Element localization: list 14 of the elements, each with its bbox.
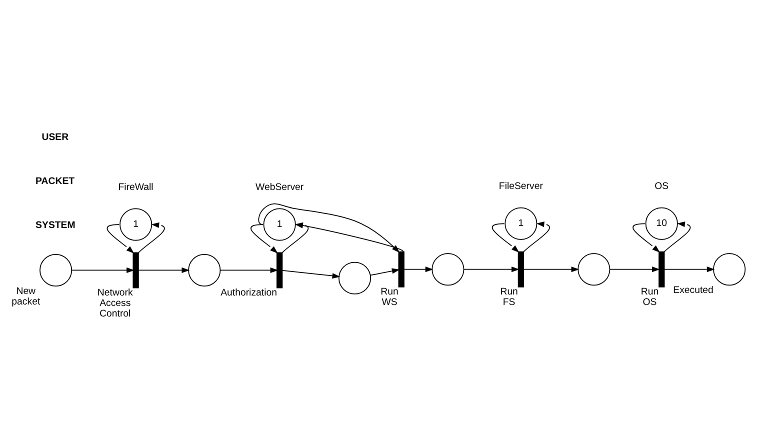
node-label: FireWall <box>118 182 154 193</box>
node-label: FileServer <box>498 180 543 192</box>
label: USER <box>42 131 69 142</box>
node-label: Authorization <box>220 287 277 298</box>
node-label: Network Access Control <box>97 287 133 320</box>
node-label: Run FS <box>500 286 518 308</box>
label: SYSTEM <box>36 219 76 230</box>
node-label: WebServer <box>256 182 304 193</box>
node-label: Executed <box>673 284 714 296</box>
label: PACKET <box>36 175 75 186</box>
node-label: OS <box>654 180 669 192</box>
node-label: Run WS <box>380 286 398 308</box>
node-label: Run OS <box>640 286 659 308</box>
node-label: New packet <box>12 285 40 307</box>
